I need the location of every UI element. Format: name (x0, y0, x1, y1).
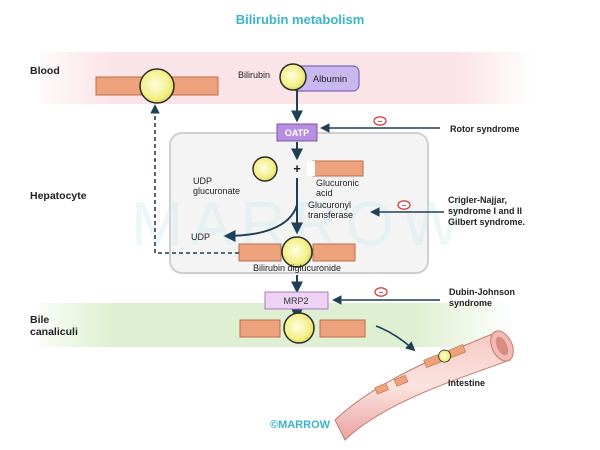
mrp2-transporter-icon (264, 291, 329, 310)
intestine-label: Intestine (448, 378, 485, 388)
oatp-label: OATP (285, 128, 309, 138)
dubin-johnson-label-2: syndrome (449, 298, 492, 308)
udp-glucuronate-label-2: glucuronate (193, 186, 240, 196)
footer-copyright: ©MARROW (270, 419, 331, 431)
dubin-johnson-label-1: Dubin-Johnson (449, 287, 515, 297)
bile-conjugated-bilirubin-icon (239, 312, 366, 344)
bilirubin-molecule-icon (279, 63, 307, 91)
region-label-bile: Bile (30, 314, 49, 326)
glucuronic-acid-label-2: acid (316, 188, 333, 198)
arrow-to-intestine (375, 325, 416, 352)
udp-release-arrow (223, 204, 298, 242)
region-label-hepatocyte: Hepatocyte (30, 190, 87, 202)
udp-label: UDP (191, 232, 210, 242)
region-label-blood: Blood (30, 65, 60, 77)
plus-sign: + (293, 161, 301, 176)
crigler-inhibitor-symbol: − (402, 201, 407, 210)
diagram-title: Bilirubin metabolism (236, 12, 365, 27)
crigler-najjar-label-1: Crigler-Najjar, (448, 195, 507, 205)
glucuronyl-transferase-label-1: Glucuronyl (308, 200, 351, 210)
blood-bilirubin-label: Bilirubin (238, 70, 270, 80)
glucuronic-acid-icon (307, 160, 364, 177)
blood-conjugated-bilirubin-icon (95, 68, 219, 104)
oatp-transporter-icon (276, 123, 318, 142)
albumin-label: Albumin (313, 74, 347, 85)
dubin-inhibitor-icon (374, 287, 388, 297)
rotor-syndrome-label: Rotor syndrome (450, 124, 520, 134)
dubin-inhibitor-symbol: − (379, 288, 384, 297)
crigler-inhibitor-icon (397, 200, 411, 210)
bilirubin-diglucuronide-icon (238, 236, 356, 268)
reflux-to-blood-dashed-arrow (150, 104, 239, 254)
glucuronyl-transferase-label-2: transferase (308, 210, 353, 220)
crigler-najjar-label-2: syndrome I and II (448, 206, 522, 216)
intestine-icon (334, 330, 514, 441)
region-label-canaliculi: canaliculi (30, 326, 78, 338)
glucuronic-acid-label-1: Glucuronic (316, 178, 360, 188)
udp-glucuronate-label-1: UDP (193, 176, 212, 186)
mrp2-label: MRP2 (283, 296, 308, 306)
rotor-inhibitor-icon (373, 116, 387, 126)
rotor-inhibitor-symbol: − (378, 117, 383, 126)
bilirubin-hepatocyte-icon (252, 156, 278, 182)
gilbert-syndrome-label: Gilbert syndrome. (448, 217, 525, 227)
bilirubin-diglucuronide-label: Bilirubin diglucuronide (253, 263, 341, 273)
